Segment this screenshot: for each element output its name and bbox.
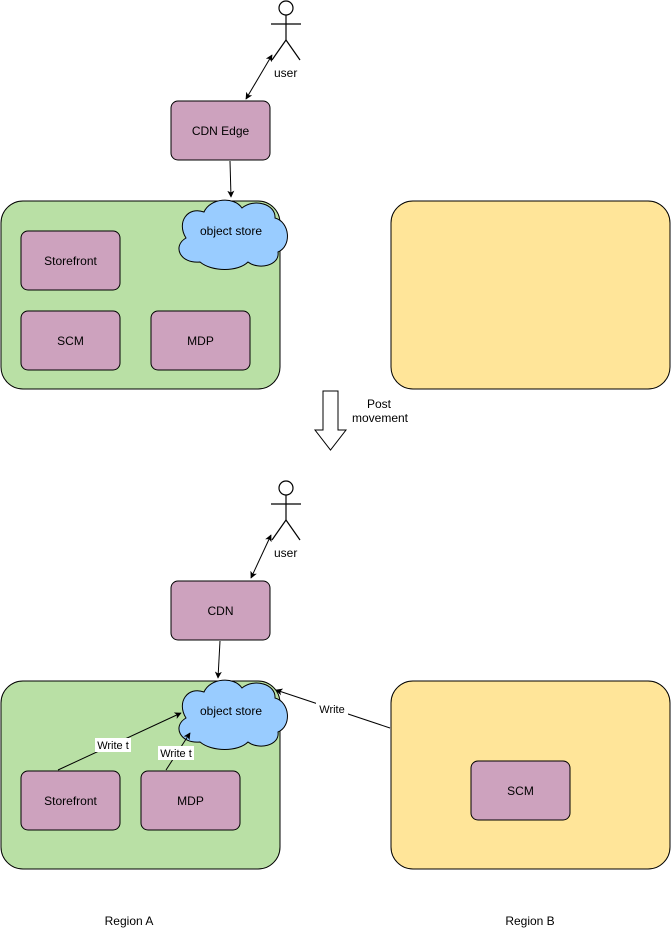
scm-write-label: Write (319, 704, 344, 716)
storefront-box-top (20, 230, 121, 291)
object-store-label-top: object store (200, 224, 262, 238)
storefront-label-bottom: Storefront (44, 794, 97, 808)
mdp-box-bottom (140, 770, 241, 831)
user-label-top: user (274, 66, 297, 80)
scm-write-label-bg (316, 702, 348, 717)
down-arrow-icon (313, 390, 348, 451)
mdp-write-label: Write t (160, 748, 192, 760)
scm-label-region-b: SCM (507, 784, 534, 798)
post-label: Post (367, 397, 392, 411)
cdn-to-object-store-top (227, 160, 235, 198)
storefront-write-label: Write t (97, 740, 129, 752)
user-label-bottom: user (274, 546, 297, 560)
scm-box-top (20, 310, 121, 371)
mdp-label-bottom: MDP (177, 794, 204, 808)
cdn-edge-label: CDN Edge (192, 124, 250, 138)
cdn-edge-box (170, 100, 271, 161)
mdp-label-top: MDP (187, 334, 214, 348)
user-figure-bottom (271, 480, 301, 541)
mdp-write-label-bg (158, 746, 194, 760)
storefront-box-bottom (20, 770, 121, 831)
storefront-label-top: Storefront (44, 254, 97, 268)
object-store-cloud-top (178, 199, 288, 270)
object-store-cloud-bottom (178, 679, 288, 750)
cdn-label-bottom: CDN (208, 604, 234, 618)
region-b-top (390, 200, 671, 390)
movement-label: movement (352, 411, 409, 425)
user-figure-top (271, 0, 301, 61)
region-a-caption: Region A (105, 914, 154, 928)
mdp-box-top (150, 310, 251, 371)
region-b-caption: Region B (505, 914, 554, 928)
cdn-to-object-store-bottom (214, 640, 222, 679)
user-cdn-edge-top (245, 54, 273, 100)
cdn-box-bottom (170, 580, 271, 641)
scm-box-region-b (470, 760, 571, 821)
object-store-label-bottom: object store (200, 704, 262, 718)
scm-label-top: SCM (57, 334, 84, 348)
user-cdn-edge-bottom (250, 534, 272, 579)
storefront-write-label-bg (95, 738, 131, 752)
